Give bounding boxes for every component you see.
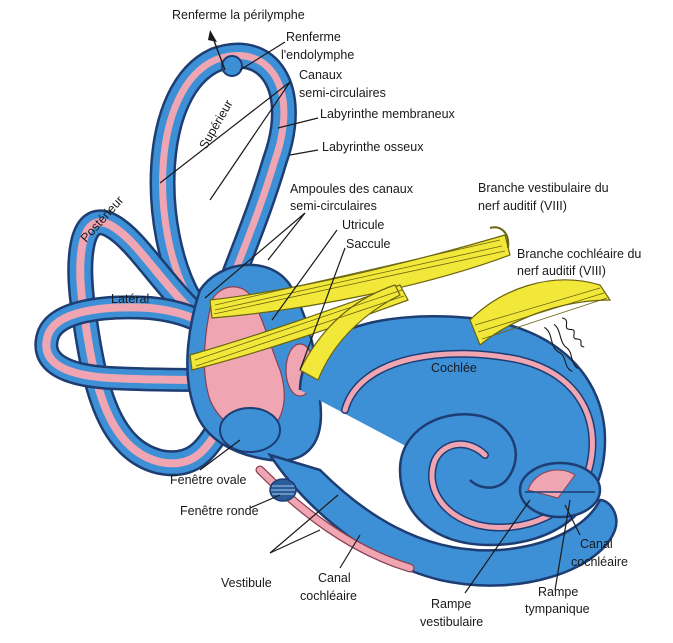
label-superior: Supérieur	[196, 98, 235, 152]
label-canal-coch-right-1: Canal	[580, 537, 613, 551]
label-coch-branch-1: Branche cochléaire du	[517, 247, 641, 261]
label-canals-2: semi-circulaires	[299, 86, 386, 100]
label-vest-branch-2: nerf auditif (VIII)	[478, 199, 567, 213]
label-lateral: Latéral	[111, 292, 149, 306]
label-membranous: Labyrinthe membraneux	[320, 107, 456, 121]
label-endolymph-2: l'endolymphe	[281, 48, 354, 62]
label-cochlea: Cochlée	[431, 361, 477, 375]
label-scala-vestibuli-1: Rampe	[431, 597, 471, 611]
label-scala-vestibuli-2: vestibulaire	[420, 615, 483, 629]
oval-window	[220, 408, 280, 452]
label-utricle: Utricule	[342, 218, 384, 232]
label-endolymph-1: Renferme	[286, 30, 341, 44]
cochlear-nerve	[470, 280, 610, 345]
label-vest-branch-1: Branche vestibulaire du	[478, 181, 609, 195]
label-vestibule: Vestibule	[221, 576, 272, 590]
label-coch-branch-2: nerf auditif (VIII)	[517, 264, 606, 278]
label-saccule: Saccule	[346, 237, 391, 251]
label-oval-window: Fenêtre ovale	[170, 473, 246, 487]
label-scala-tympani-1: Rampe	[538, 585, 578, 599]
label-cochlear-canal-2: cochléaire	[300, 589, 357, 603]
label-ampullae-2: semi-circulaires	[290, 199, 377, 213]
label-scala-tympani-2: tympanique	[525, 602, 590, 616]
label-canal-coch-right-2: cochléaire	[571, 555, 628, 569]
label-perilymph: Renferme la périlymphe	[172, 8, 305, 22]
label-bony: Labyrinthe osseux	[322, 140, 424, 154]
label-round-window: Fenêtre ronde	[180, 504, 259, 518]
label-canals-1: Canaux	[299, 68, 343, 82]
label-ampullae-1: Ampoules des canaux	[290, 182, 414, 196]
label-cochlear-canal-1: Canal	[318, 571, 351, 585]
